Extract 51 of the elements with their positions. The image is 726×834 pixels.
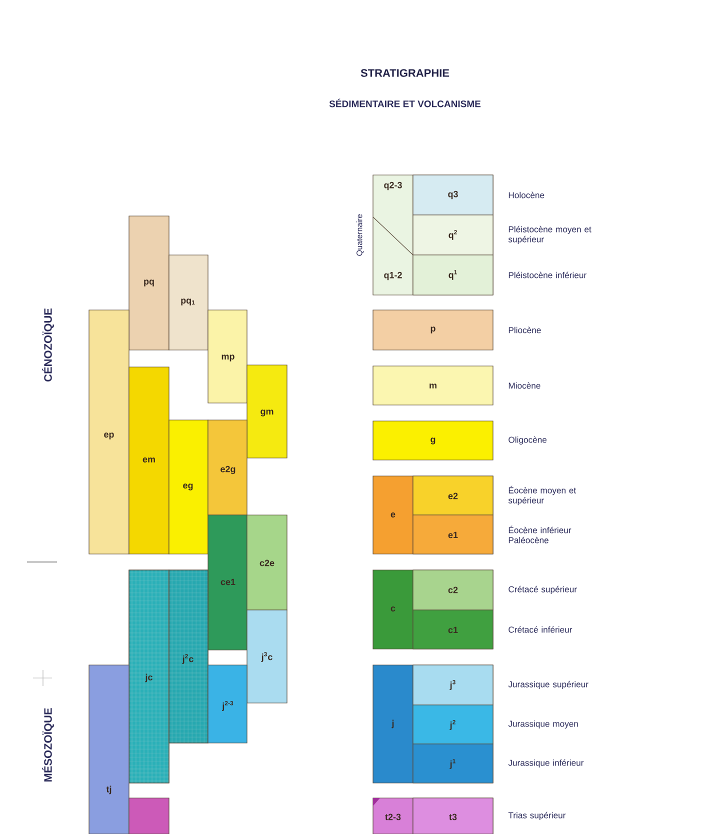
legend-description: Jurassique supérieur xyxy=(508,680,588,690)
title: STRATIGRAPHIE xyxy=(360,69,450,77)
era-label: CÉNOZOÏQUE xyxy=(42,308,54,382)
legend-description: Miocène xyxy=(508,382,540,389)
formation-box: ep xyxy=(88,310,130,554)
legend-cell: c1 xyxy=(412,610,494,650)
legend-description: Oligocène xyxy=(508,436,547,445)
legend-cell: q2-3 xyxy=(384,182,402,190)
legend-description: Holocène xyxy=(508,192,544,198)
legend-box: p xyxy=(372,310,494,350)
subtitle: SÉDIMENTAIRE ET VOLCANISME xyxy=(329,98,481,108)
legend-cell: e1 xyxy=(412,514,494,554)
legend-cell: j$^{2}$ xyxy=(412,704,494,744)
formation-box: tj xyxy=(88,664,130,834)
formation-box: ce1 xyxy=(208,514,248,650)
formation-box: c2e xyxy=(246,514,288,610)
legend-cell: q1-2 xyxy=(384,272,402,280)
legend-description: Crétacé inférieur xyxy=(508,626,572,633)
legend-cell: t3 xyxy=(412,798,494,834)
formation-box: em xyxy=(128,366,170,554)
legend-cell: c2 xyxy=(412,570,494,610)
legend-description: Éocène inférieur Paléocène xyxy=(508,526,572,544)
legend-cell: e2 xyxy=(412,476,494,516)
formation-box: jc xyxy=(128,570,170,784)
legend-box: g xyxy=(372,420,494,460)
legend-cell: q$^{1}$ xyxy=(412,254,494,296)
formation-box: eg xyxy=(168,420,208,554)
formation-box: mp xyxy=(208,310,248,404)
legend-description: Pliocène xyxy=(508,326,541,334)
legend-cell: q$^{2}$ xyxy=(412,214,494,256)
legend-description: Pléistocène moyen et supérieur xyxy=(508,226,592,244)
legend-description: Jurassique moyen xyxy=(508,720,578,728)
legend-description: Pléistocène inférieur xyxy=(508,272,586,278)
formation-box: pq$_{1}$ xyxy=(168,254,208,350)
legend-description: Trias supérieur xyxy=(508,812,566,820)
formation-box xyxy=(128,798,170,834)
formation-box: j$^{2-3}$ xyxy=(208,664,248,744)
legend-cell: q3 xyxy=(412,174,494,216)
formation-box: e2g xyxy=(208,420,248,516)
legend-description: Crétacé supérieur xyxy=(508,586,577,594)
formation-box: j$^{2}$c xyxy=(168,570,208,744)
legend-cell: j$^{3}$ xyxy=(412,664,494,706)
legend-cell: j$^{1}$ xyxy=(412,744,494,784)
formation-box: j$^{3}$c xyxy=(246,610,288,704)
node-label: Quaternaire xyxy=(356,214,364,256)
legend-box: m xyxy=(372,366,494,406)
legend-description: Éocène moyen et supérieur xyxy=(508,486,576,506)
era-label: MÉSOZOÏQUE xyxy=(42,708,54,782)
formation-box: gm xyxy=(246,364,288,458)
formation-box: pq xyxy=(128,216,170,350)
legend-description: Jurassique inférieur xyxy=(508,759,584,768)
